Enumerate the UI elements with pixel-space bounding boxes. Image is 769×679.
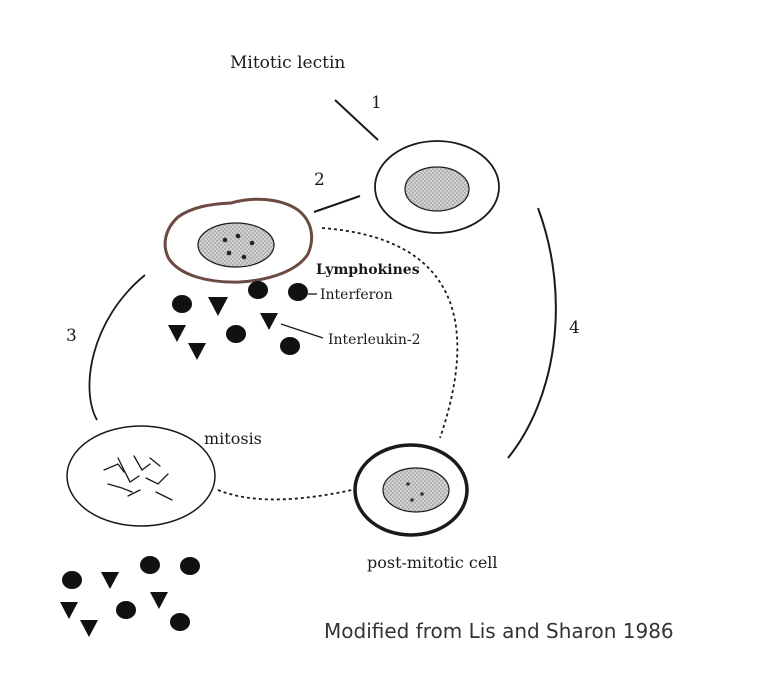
proliferation-arc — [89, 275, 145, 420]
interleukin-2-label: Interleukin-2 — [328, 333, 421, 347]
post-mitotic-cell-nucleus — [383, 468, 449, 512]
interferon-icon — [170, 613, 190, 631]
resting-cell-nucleus — [405, 167, 469, 211]
step-4-label: 4 — [569, 320, 580, 337]
figure-credit: Modified from Lis and Sharon 1986 — [324, 621, 674, 641]
lymphokine-cluster-upper — [168, 281, 308, 360]
mitosis-to-post-mitotic-dotted-path — [218, 490, 352, 499]
mitotic-cell-membrane — [67, 426, 215, 526]
interleukin-2-icon — [60, 602, 78, 619]
return-to-rest-arc — [508, 208, 556, 458]
step-1-label: 1 — [371, 95, 382, 112]
interferon-icon — [140, 556, 160, 574]
interleukin-2-icon — [101, 572, 119, 589]
lymphokine-cluster-lower — [60, 556, 200, 637]
step-3-label: 3 — [66, 328, 77, 345]
interferon-icon — [62, 571, 82, 589]
interleukin-2-icon — [168, 325, 186, 342]
interferon-icon — [172, 295, 192, 313]
interleukin-2-icon — [188, 343, 206, 360]
activated-cell — [165, 199, 312, 282]
activated-cell-nucleus — [198, 223, 274, 267]
resting-cell — [375, 141, 499, 233]
mitosis-label: mitosis — [204, 431, 262, 447]
interleukin-2-icon — [150, 592, 168, 609]
mitotic-lectin-label: Mitotic lectin — [230, 55, 345, 72]
post-mitotic-cell — [355, 445, 467, 535]
interferon-icon — [116, 601, 136, 619]
interferon-icon — [288, 283, 308, 301]
interleukin-pointer — [281, 324, 323, 338]
step-2-label: 2 — [314, 172, 325, 189]
interleukin-2-icon — [80, 620, 98, 637]
activation-marker — [314, 196, 360, 212]
interferon-icon — [280, 337, 300, 355]
interferon-label: Interferon — [320, 288, 393, 302]
interferon-icon — [180, 557, 200, 575]
interleukin-2-icon — [208, 297, 228, 316]
interleukin-2-icon — [260, 313, 278, 330]
interferon-icon — [248, 281, 268, 299]
interferon-icon — [226, 325, 246, 343]
post-mitotic-cell-label: post-mitotic cell — [367, 555, 498, 571]
mitotic-cell — [67, 426, 215, 526]
lymphokines-label: Lymphokines — [316, 263, 420, 277]
